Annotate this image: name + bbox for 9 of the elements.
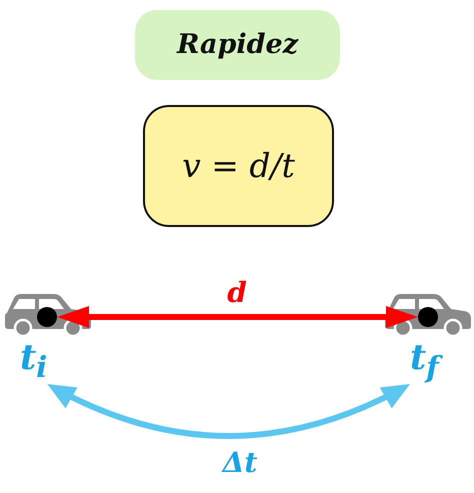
heading: Rapidez (176, 29, 298, 61)
edge-label: Δt (222, 446, 258, 479)
curved-double-arrow (46, 381, 412, 439)
heading-box (135, 10, 340, 80)
double-arrow (57, 306, 418, 328)
formula-box (143, 105, 334, 227)
formula: v = d/t (182, 147, 295, 185)
time-label: t$_{i}$ (20, 337, 48, 384)
edge-label: d (227, 276, 247, 309)
